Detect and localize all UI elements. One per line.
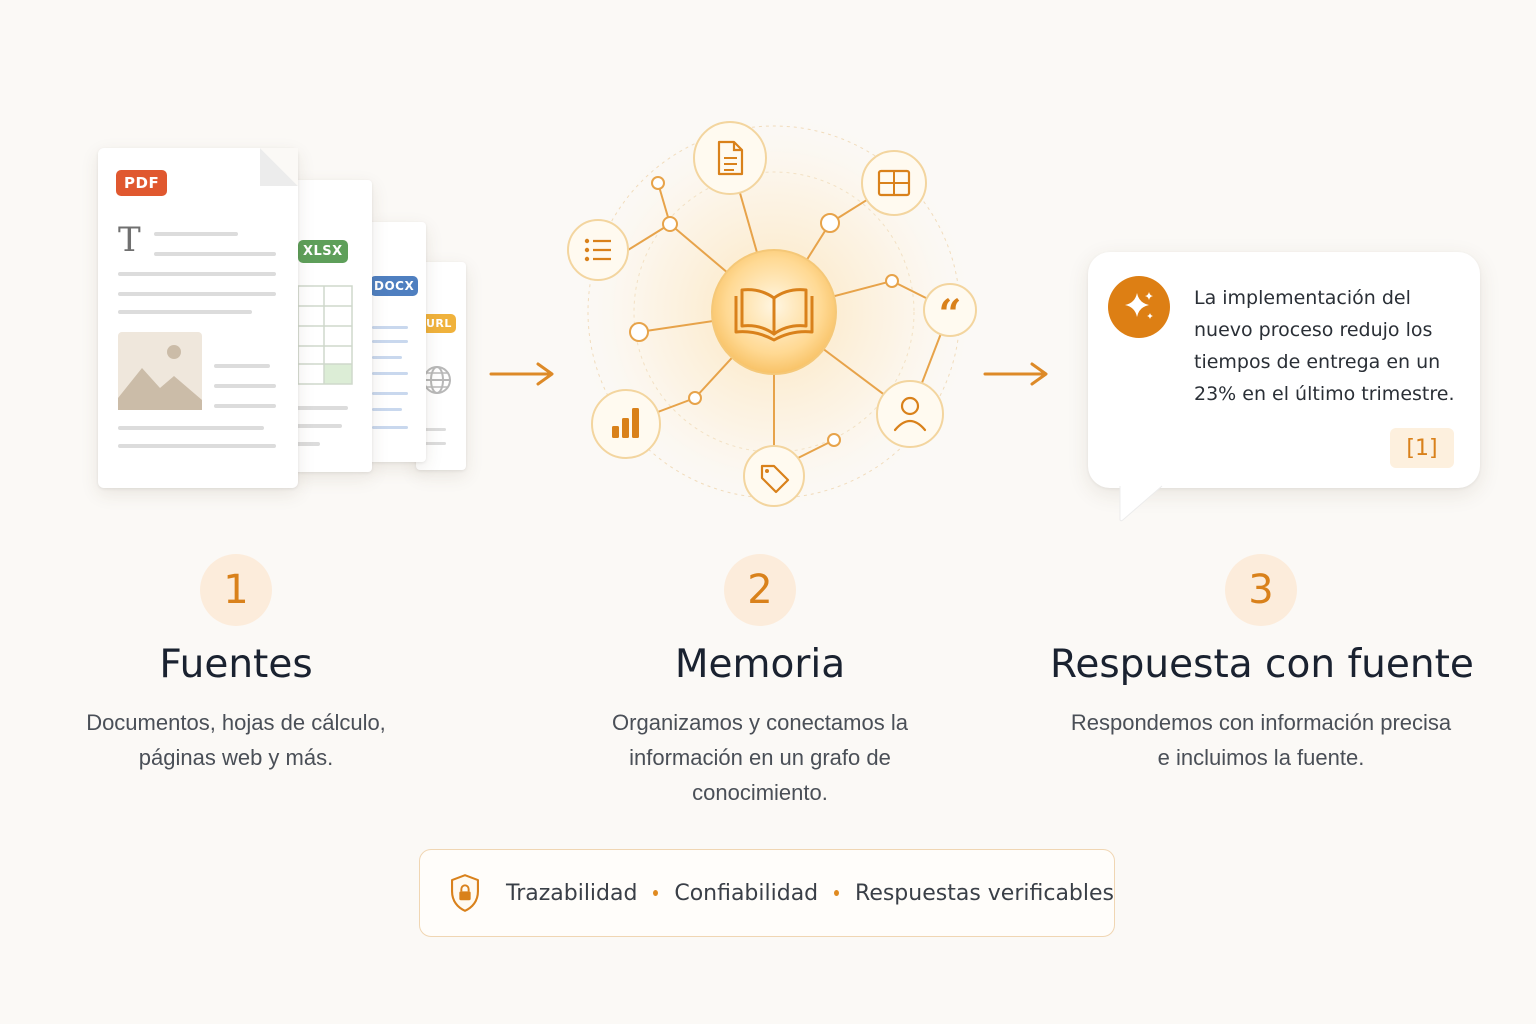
step-title: Respuesta con fuente: [1050, 642, 1474, 687]
tag-icon: [743, 445, 805, 507]
user-icon: [876, 380, 944, 448]
xlsx-page: XLSX: [292, 180, 372, 472]
step-number: 3: [1225, 554, 1297, 626]
quote-icon: “: [923, 283, 977, 338]
feature-verifiable-answers: Respuestas verificables: [855, 880, 1114, 906]
open-book-icon: [711, 249, 837, 375]
step-description: Documentos, hojas de cálculo, páginas we…: [86, 710, 386, 770]
xlsx-badge: XLSX: [298, 240, 348, 263]
sparkle-icon: [1108, 276, 1170, 338]
image-placeholder-icon: [118, 332, 202, 410]
step-1: 1 Fuentes Documentos, hojas de cálculo, …: [70, 554, 402, 775]
table-icon: [861, 150, 927, 216]
list-icon: [567, 219, 629, 281]
quote-glyph: “: [938, 291, 961, 338]
feature-reliability: Confiabilidad: [674, 880, 819, 906]
answer-bubble: La implementación del nuevo proceso redu…: [1088, 252, 1480, 488]
step-number: 1: [200, 554, 272, 626]
text-glyph: T: [118, 220, 141, 260]
answer-text: La implementación del nuevo proceso redu…: [1194, 287, 1455, 405]
page-fold: [260, 148, 298, 186]
spreadsheet-grid: [297, 285, 353, 385]
bubble-tail: [1119, 482, 1168, 522]
arrow-right-icon: [983, 362, 1048, 386]
step-description: Organizamos y conectamos la información …: [612, 710, 908, 805]
document-icon: [693, 121, 767, 195]
step-number: 2: [724, 554, 796, 626]
sources-illustration: URL DOCX XLSX: [96, 146, 476, 496]
separator-dot: [653, 890, 659, 896]
step-title: Fuentes: [159, 642, 313, 687]
feature-traceability: Trazabilidad: [505, 880, 638, 906]
citation-badge[interactable]: [1]: [1390, 428, 1454, 468]
pdf-badge: PDF: [116, 170, 168, 196]
step-3: 3 Respuesta con fuente Respondemos con i…: [1050, 554, 1474, 775]
shield-lock-icon: [450, 874, 479, 912]
docx-badge: DOCX: [370, 276, 419, 296]
pdf-page: PDF T: [98, 148, 298, 488]
bar-chart-icon: [591, 389, 661, 459]
arrow-right-icon: [489, 362, 554, 386]
features-pill: Trazabilidad Confiabilidad Respuestas ve…: [419, 849, 1115, 937]
separator-dot: [834, 890, 840, 896]
docx-page: DOCX: [368, 222, 426, 462]
knowledge-graph: “: [567, 112, 977, 512]
step-description: Respondemos con información precisa e in…: [1070, 710, 1452, 770]
url-badge: URL: [422, 314, 456, 333]
globe-icon: [423, 366, 451, 394]
step-title: Memoria: [674, 642, 846, 687]
step-2: 2 Memoria Organizamos y conectamos la in…: [560, 554, 960, 810]
